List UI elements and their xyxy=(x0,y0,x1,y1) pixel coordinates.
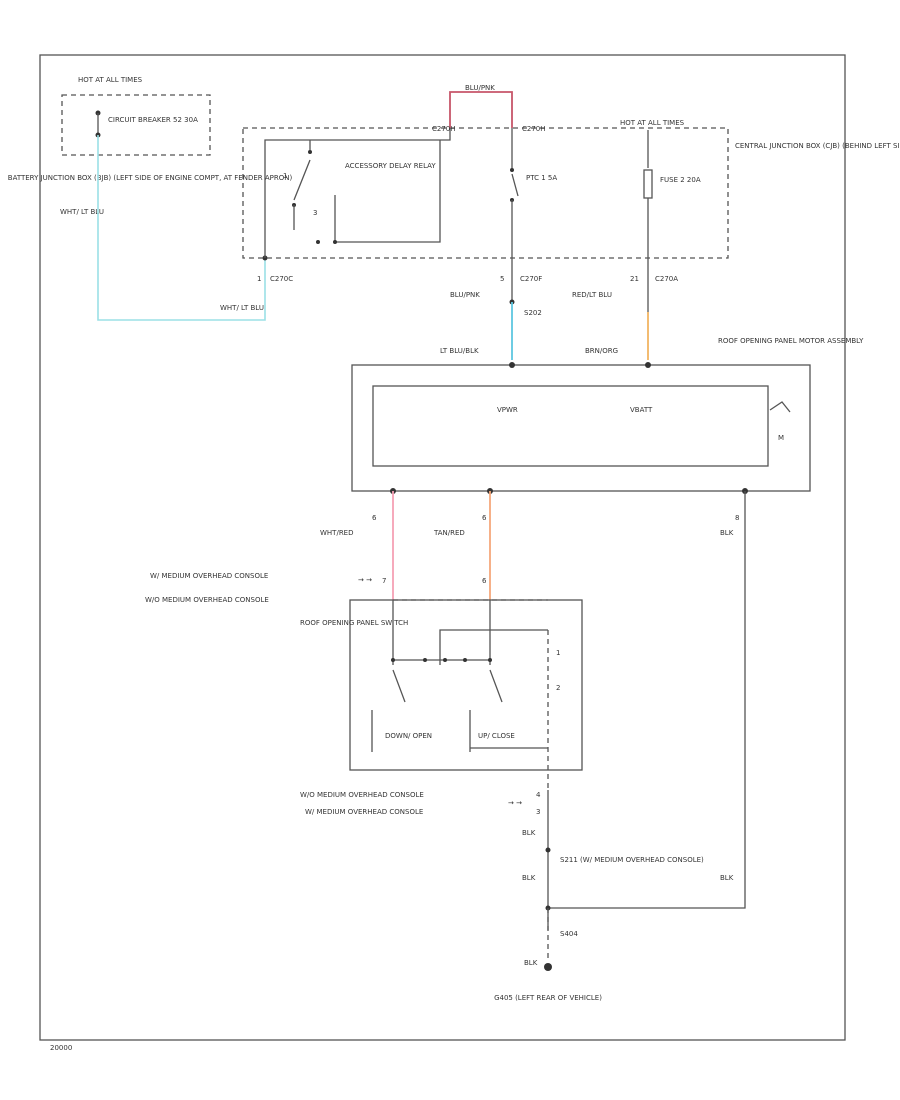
without-console-label: W/O MEDIUM OVERHEAD CONSOLE xyxy=(145,596,269,604)
splice-s211 xyxy=(545,847,551,853)
wire-color-blk-4: BLK xyxy=(524,959,538,967)
wire-color-blu-pnk-feed: BLU/PNK xyxy=(450,291,480,299)
wire-color-blk-right: BLK xyxy=(720,529,734,537)
switch-arm-down xyxy=(392,669,406,703)
splice-s404-label: S404 xyxy=(560,930,578,938)
switch-down-open-label: DOWN/ OPEN xyxy=(385,732,432,740)
switch-node-5 xyxy=(488,658,492,662)
connector-c270f-label: C270F xyxy=(520,275,542,283)
wire-blu-pnk-jumper xyxy=(449,91,513,128)
diagram-frame xyxy=(39,54,846,1041)
motor-m-label: M xyxy=(778,434,784,442)
central-junction-box-outline xyxy=(242,127,729,259)
switch-label: ROOF OPENING PANEL SWITCH xyxy=(300,619,408,627)
ptc-terminal-top xyxy=(510,168,514,172)
wire-color-blk-2: BLK xyxy=(522,874,536,882)
with-console-label: W/ MEDIUM OVERHEAD CONSOLE xyxy=(150,572,268,580)
pin-blk: 8 xyxy=(735,514,739,522)
wire-color-wht-lt-blu-1: WHT/ LT BLU xyxy=(60,208,104,216)
switch-node-2 xyxy=(423,658,427,662)
central-junction-box-label: CENTRAL JUNCTION BOX (CJB) (BEHIND LEFT … xyxy=(735,142,900,150)
pin-console-1: 7 xyxy=(382,577,386,585)
hot-at-all-times-label-2: HOT AT ALL TIMES xyxy=(620,119,685,127)
ptc-label: PTC 1 5A xyxy=(526,174,557,182)
fuse-symbol xyxy=(643,169,653,199)
switch-up-close-label: UP/ CLOSE xyxy=(478,732,515,740)
option-arrows-bottom: → → xyxy=(508,799,522,807)
motor-assembly-outer xyxy=(351,364,811,492)
connector-c270c-label: C270C xyxy=(270,275,293,283)
switch-arm-up xyxy=(489,669,503,703)
connector-c270a-label: C270A xyxy=(655,275,678,283)
wire-color-red-lt-blu: RED/LT BLU xyxy=(572,291,612,299)
motor-symbol xyxy=(769,401,791,413)
wire-color-wht-red: WHT/RED xyxy=(320,529,354,537)
diagram-id: 20000 xyxy=(50,1044,72,1052)
wire-color-tan-red: TAN/RED xyxy=(433,529,465,537)
battery-junction-box-label: BATTERY JUNCTION BOX (BJB) (LEFT SIDE OF… xyxy=(8,174,293,182)
pin-bottom-1: 4 xyxy=(536,791,541,799)
switch-pin-lower: 2 xyxy=(556,684,560,692)
wire-color-brn-org: BRN/ORG xyxy=(585,347,618,355)
pin-bottom-2: 3 xyxy=(536,808,540,816)
with-console-label-2: W/ MEDIUM OVERHEAD CONSOLE xyxy=(305,808,423,816)
pin-tan-red: 6 xyxy=(482,514,487,522)
wire-color-blk-1: BLK xyxy=(522,829,536,837)
switch-node-1 xyxy=(391,658,395,662)
accessory-delay-relay-label: ACCESSORY DELAY RELAY xyxy=(345,162,436,170)
switch-node-4 xyxy=(463,658,467,662)
relay-contact-top xyxy=(308,150,312,154)
relay-coil xyxy=(334,140,441,243)
connector-c270h-right: C270H xyxy=(522,125,546,133)
motor-assembly-inner xyxy=(372,385,769,467)
wire-color-lt-blu-blk: LT BLU/BLK xyxy=(440,347,479,355)
connector-c270h-left: C270H xyxy=(432,125,456,133)
switch-node-3 xyxy=(443,658,447,662)
connector-c270a-pin: 21 xyxy=(630,275,639,283)
hot-at-all-times-label-1: HOT AT ALL TIMES xyxy=(78,76,143,84)
relay-internal-wiring xyxy=(264,128,451,258)
wire-blk-right xyxy=(548,491,746,909)
battery-junction-box-outline xyxy=(61,94,211,156)
splice-s211-label: S211 (W/ MEDIUM OVERHEAD CONSOLE) xyxy=(560,856,704,864)
circuit-breaker-label: CIRCUIT BREAKER 52 30A xyxy=(108,116,198,124)
pin-wht-red: 6 xyxy=(372,514,377,522)
wire-wht-lt-blu xyxy=(97,135,266,321)
wire-color-blk-3: BLK xyxy=(720,874,734,882)
ground-g405-label: G405 (LEFT REAR OF VEHICLE) xyxy=(494,994,602,1002)
ground-g405 xyxy=(544,963,552,971)
relay-switch-arm xyxy=(293,159,311,201)
pin-console-2: 6 xyxy=(482,577,487,585)
motor-vbatt-label: VBATT xyxy=(630,406,653,414)
switch-pin-upper: 1 xyxy=(556,649,560,657)
wire-color-blu-pnk-jumper: BLU/PNK xyxy=(465,84,495,92)
connector-c270c-pin: 1 xyxy=(257,275,261,283)
motor-terminal-vpwr xyxy=(509,362,515,368)
relay-pin-1: 1 xyxy=(283,172,287,180)
switch-common-bar xyxy=(439,629,548,665)
option-arrows-top: → → xyxy=(358,576,372,584)
motor-assembly-label: ROOF OPENING PANEL MOTOR ASSEMBLY xyxy=(718,337,864,345)
without-console-label-2: W/O MEDIUM OVERHEAD CONSOLE xyxy=(300,791,424,799)
relay-node-2 xyxy=(316,240,320,244)
wire-color-wht-lt-blu-2: WHT/ LT BLU xyxy=(220,304,264,312)
connector-c270f-pin: 5 xyxy=(500,275,504,283)
motor-vpwr-label: VPWR xyxy=(497,406,518,414)
ptc-symbol xyxy=(511,173,519,197)
motor-terminal-vbatt xyxy=(645,362,651,368)
relay-node xyxy=(333,240,337,244)
fuse-label: FUSE 2 20A xyxy=(660,176,701,184)
relay-pin-3: 3 xyxy=(313,209,317,217)
splice-s202-label: S202 xyxy=(524,309,542,317)
